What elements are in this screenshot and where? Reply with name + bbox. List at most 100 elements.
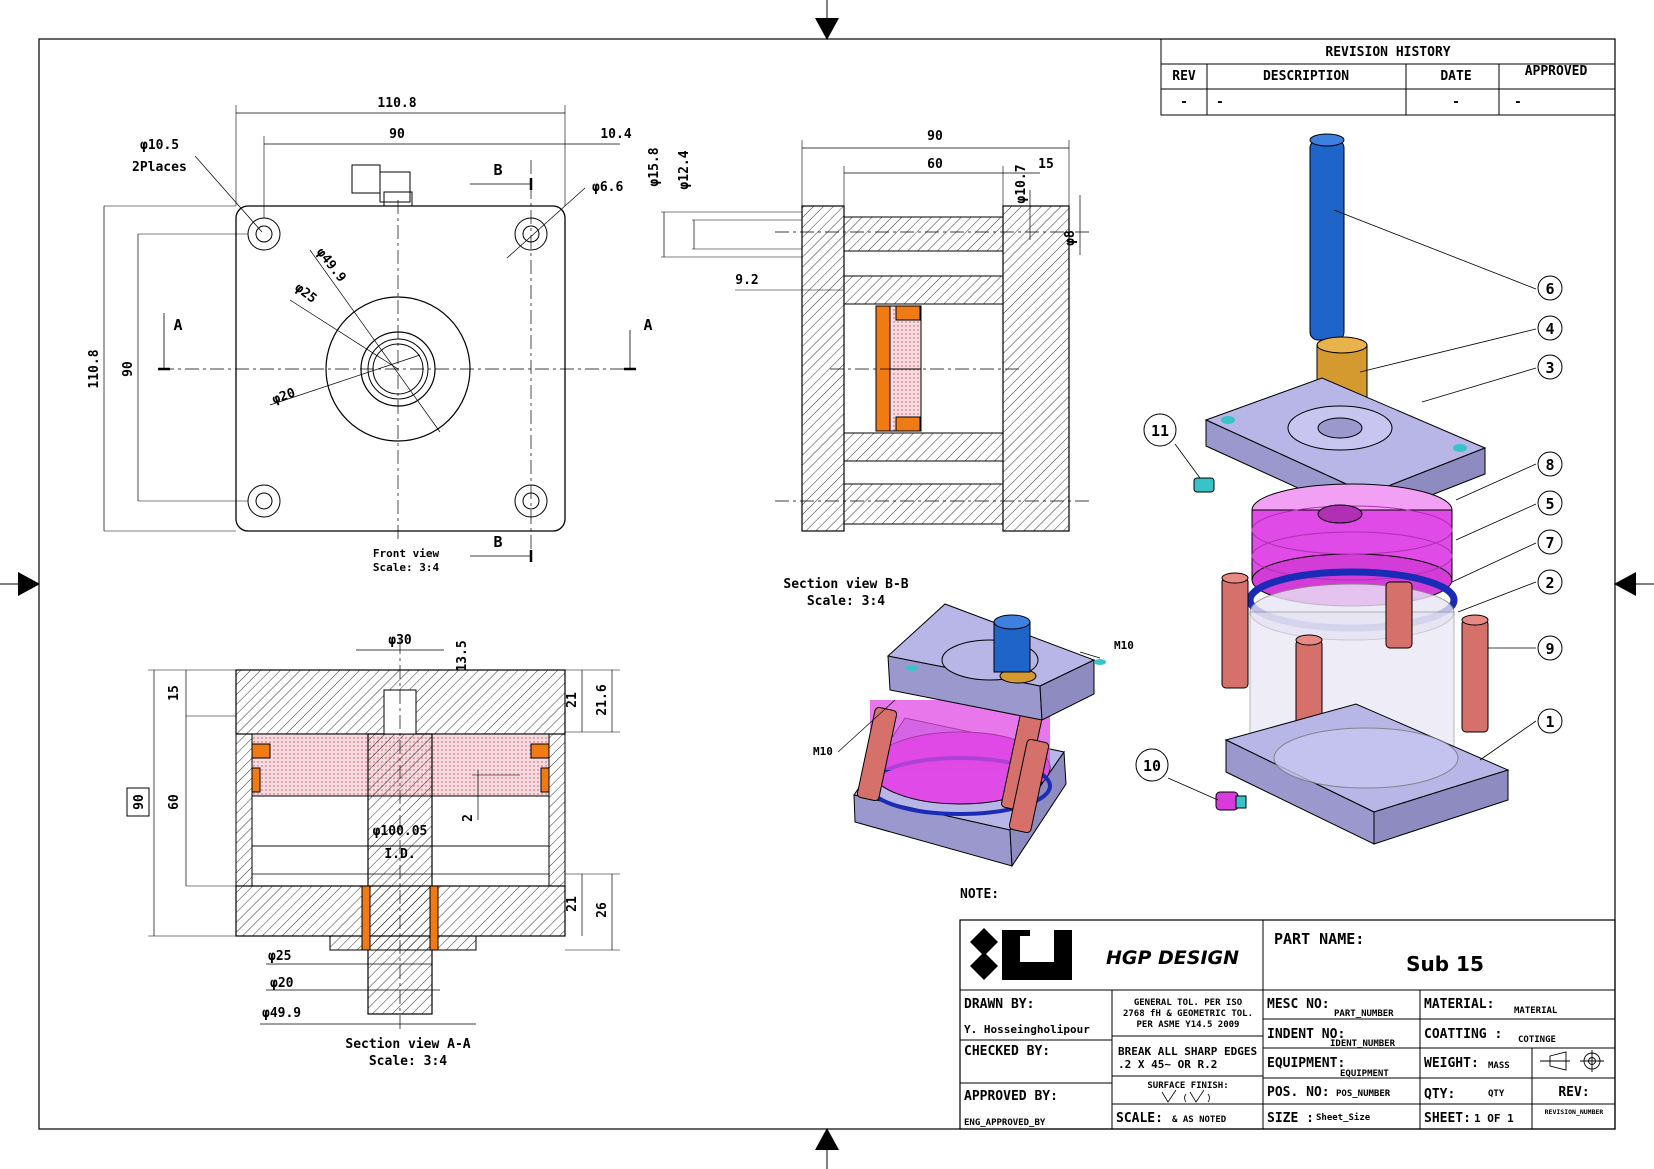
tolerance-line-2: 2768 fH & GEOMETRIC TOL. [1123,1009,1253,1019]
dim-bb-depth: 9.2 [735,273,758,288]
indent-value: IDENT_NUMBER [1330,1039,1396,1049]
equipment-label: EQUIPMENT: [1267,1056,1345,1071]
hgp-logo-icon [970,928,1072,980]
svg-text:11: 11 [1151,422,1169,440]
approved-cell: - [1514,95,1522,110]
dim-front-width-overall: 110.8 [377,96,416,111]
tolerance-line-3: PER ASME Y14.5 2009 [1137,1020,1240,1030]
rev-col-header: REV [1172,69,1196,84]
balloon-7: 7 [1537,529,1563,555]
svg-text:8: 8 [1545,456,1554,474]
balloon-3: 3 [1537,354,1563,380]
checked-by-label: CHECKED BY: [964,1044,1050,1059]
svg-text:1: 1 [1545,713,1554,731]
revision-history-title: REVISION HISTORY [1325,45,1450,60]
dim-aa-gap2: 2 [461,814,476,822]
dim-bb-d10-7: φ10.7 [1014,164,1029,203]
balloon-8: 8 [1537,451,1563,477]
weight-label: WEIGHT: [1424,1056,1479,1071]
note-label: NOTE: [960,887,999,902]
drawn-by-value: Y. Hosseingholipour [964,1023,1090,1036]
scale-label: SCALE: [1116,1111,1163,1126]
section-aa-view [126,640,620,1030]
approved-by-label: APPROVED BY: [964,1089,1058,1104]
part-name: Sub 15 [1406,952,1484,976]
qty-label: QTY: [1424,1087,1455,1102]
isometric-assembly [837,603,1106,868]
dim-hole-diameter: φ10.5 [140,138,179,153]
rev-label: REV: [1558,1085,1589,1100]
svg-text:4: 4 [1545,320,1554,338]
dim-bb-d8: φ8 [1063,230,1078,246]
svg-text:3: 3 [1545,359,1554,377]
balloon-4: 4 [1537,315,1563,341]
mesc-label: MESC NO: [1267,997,1330,1012]
tolerance-line-1: GENERAL TOL. PER ISO [1134,998,1243,1008]
qty-value: QTY [1488,1089,1505,1099]
section-b-bottom-label: B [493,533,502,551]
section-a-right-label: A [643,316,652,334]
svg-text:10: 10 [1143,757,1161,775]
dim-aa-h90: 90 [132,794,147,810]
date-cell: - [1452,95,1460,110]
dim-aa-d49: φ49.9 [262,1006,301,1021]
dim-aa-d20: φ20 [270,976,294,991]
weight-value: MASS [1488,1061,1510,1071]
pos-value: POS_NUMBER [1336,1089,1391,1099]
dim-aa-bore-label: I.D. [384,847,415,862]
section-aa-title: Section view A-A [345,1037,470,1052]
svg-text:7: 7 [1545,534,1554,552]
title-block [959,919,1616,1130]
dim-aa-h15: 15 [167,685,182,701]
dim-front-height-holes: 90 [121,361,136,377]
balloon-10: 10 [1135,748,1169,782]
balloon-2: 2 [1537,569,1563,595]
approved-col-header: APPROVED [1525,64,1588,79]
section-aa-scale: Scale: 3:4 [369,1054,447,1069]
front-view-scale: Scale: 3:4 [373,561,440,574]
svg-text:9: 9 [1545,640,1554,658]
dim-hole-count: 2Places [132,160,187,175]
rev-value: REVISION_NUMBER [1545,1108,1604,1116]
dim-aa-h21-top: 21 [565,692,580,708]
dim-front-hole-spacing: 90 [389,127,405,142]
balloon-leaders [1167,209,1537,801]
edges-line-1: BREAK ALL SHARP EDGES [1118,1045,1257,1058]
balloon-6: 6 [1537,275,1563,301]
front-bolt-holes [247,217,548,518]
m10-left-label: M10 [813,745,833,758]
section-a-left-label: A [173,316,182,334]
company-name: HGP DESIGN [1106,947,1239,969]
approved-by-value: ENG_APPROVED_BY [964,1118,1046,1128]
mesc-value: PART_NUMBER [1334,1009,1394,1019]
material-label: MATERIAL: [1424,997,1494,1012]
dim-front-height-overall: 110.8 [87,349,102,388]
part-name-label: PART NAME: [1274,930,1364,948]
equipment-value: EQUIPMENT [1340,1069,1389,1079]
projection-symbol-icon [1540,1050,1604,1072]
front-view [103,105,636,562]
dim-bb-d12-4: φ12.4 [677,150,692,189]
coating-label: COATTING : [1424,1027,1502,1042]
section-bb-scale: Scale: 3:4 [807,594,885,609]
front-view-title: Front view [373,547,440,560]
balloon-5: 5 [1537,490,1563,516]
dim-d20: φ20 [270,386,297,408]
dim-aa-d30: φ30 [388,633,412,648]
sheet-value: 1 OF 1 [1474,1112,1514,1125]
date-col-header: DATE [1440,69,1471,84]
size-value: Sheet_Size [1316,1112,1371,1123]
surface-finish-label: SURFACE FINISH: [1147,1081,1228,1091]
svg-text:2: 2 [1545,574,1554,592]
description-cell: - [1216,95,1224,110]
rev-cell: - [1180,95,1188,110]
scale-value: & AS NOTED [1172,1115,1227,1125]
dim-aa-bore: φ100.05 [373,824,428,839]
section-bb-view [661,140,1090,532]
dim-d25: φ25 [292,280,320,306]
pos-label: POS. NO: [1267,1085,1330,1100]
dim-aa-d25: φ25 [268,949,291,964]
section-bb-title: Section view B-B [783,577,908,592]
dim-small-hole: φ6.6 [592,180,623,195]
